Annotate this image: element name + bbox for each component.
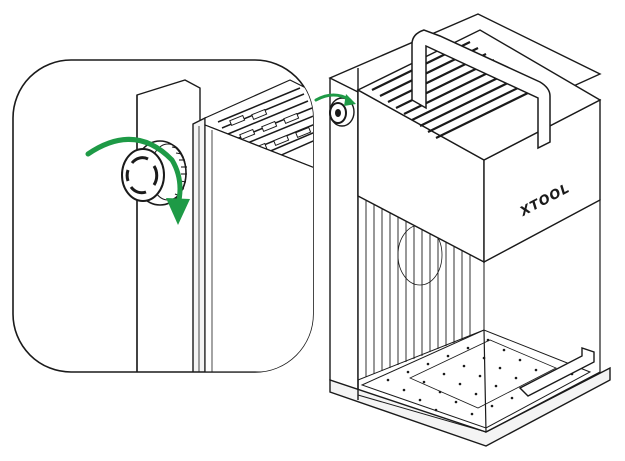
interior-back-wall — [357, 195, 485, 381]
zoom-inset — [12, 59, 314, 373]
carry-handle — [411, 29, 551, 150]
main-machine: XTOOL — [314, 13, 611, 447]
inset-front-frame — [192, 116, 206, 372]
machine-rotation-arrow-icon — [314, 93, 356, 106]
inset-knob-icon — [121, 140, 187, 206]
inset-rotation-arrow-icon — [85, 136, 190, 225]
inset-window-panel — [204, 124, 313, 372]
inset-machine-side-panel — [136, 79, 201, 372]
floor-handle — [518, 347, 595, 397]
